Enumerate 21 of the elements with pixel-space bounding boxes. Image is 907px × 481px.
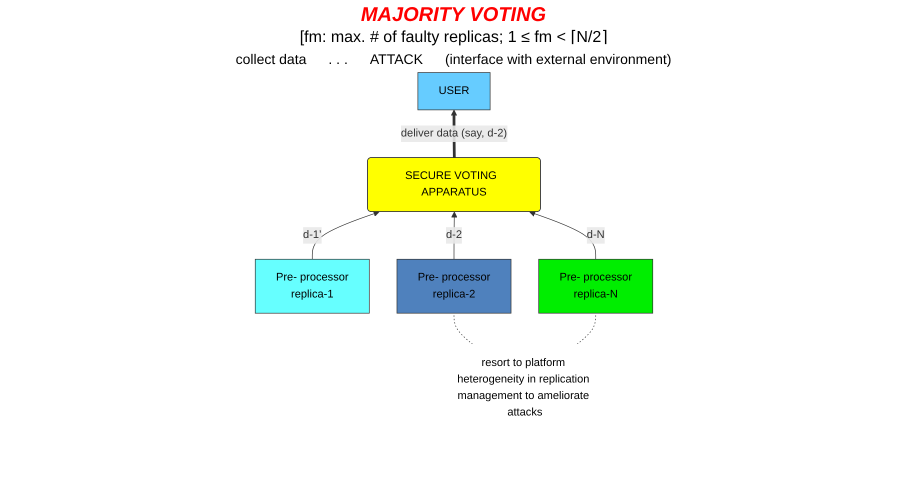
edge-label: d-N bbox=[586, 229, 604, 241]
diagram-title: MAJORITY VOTING bbox=[360, 4, 548, 27]
connector bbox=[576, 312, 596, 345]
node-box bbox=[396, 258, 511, 314]
edge-label: deliver data (say, d-2) bbox=[400, 128, 507, 140]
node-box bbox=[538, 258, 653, 314]
note-text: collect data bbox=[236, 51, 306, 67]
edge-label: d-1’ bbox=[302, 229, 322, 241]
note-text: [fm: max. # of faulty replicas; 1 ≤ fm < ⌈N/2⌉ bbox=[298, 28, 608, 47]
edge-label: d-2 bbox=[446, 229, 462, 241]
flowchart: deliver data (say, d-2) d-1’ d-2 d-N USER SECURE VOTING APPARATUS Pre- processor replica-1 Pre- processor replica-2 Pre- processor replica-N resort to platform heterogeneity in replication management to ameliorate attacks bbox=[14, 67, 894, 437]
arrow bbox=[311, 210, 379, 260]
note-text: . . . bbox=[328, 51, 348, 67]
connector bbox=[453, 312, 472, 345]
node-box bbox=[417, 72, 490, 110]
node-box bbox=[254, 258, 370, 314]
node-text: resort to platform heterogeneity in replication management to ameliorate attacks bbox=[456, 356, 589, 418]
note-text: (interface with external environment) bbox=[445, 51, 672, 67]
arrow bbox=[450, 212, 457, 260]
note-text: ATTACK bbox=[370, 51, 423, 67]
arrow bbox=[528, 210, 596, 260]
